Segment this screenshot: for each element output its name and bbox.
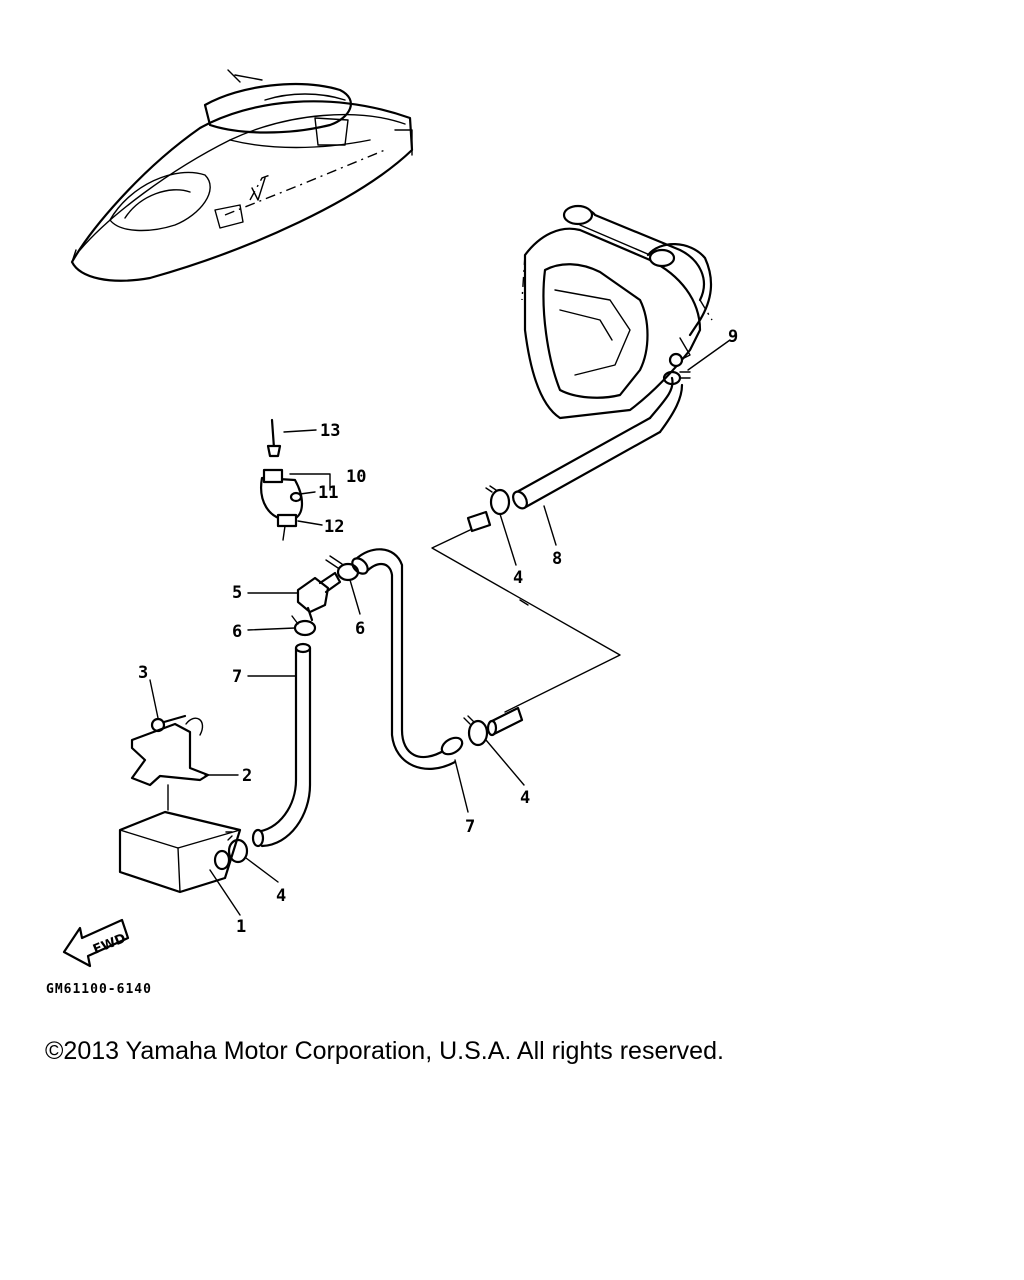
part-4-clamp-lower-left	[225, 831, 249, 864]
callout-13: 13	[320, 421, 340, 441]
part-1-tank	[118, 810, 242, 894]
callout-6-left: 6	[232, 622, 242, 642]
assembly-guide-lines	[431, 529, 621, 713]
callout-10: 10	[346, 467, 366, 487]
drawing-code: GM61100-6140	[46, 982, 152, 997]
callout-1: 1	[236, 917, 246, 937]
part-8-hose	[512, 376, 684, 510]
part-10-band	[260, 468, 303, 541]
callout-3: 3	[138, 663, 148, 683]
part-7-hose-left	[251, 642, 312, 848]
part-7-hose-right	[351, 548, 464, 770]
callout-5: 5	[232, 583, 242, 603]
callout-4-upper: 4	[513, 568, 523, 588]
part-2-bracket	[130, 717, 210, 811]
part-9-clamp	[662, 370, 691, 386]
jet-pump-housing-icon	[521, 204, 713, 420]
callout-7-right: 7	[465, 817, 475, 837]
fwd-arrow-icon: FWD	[62, 918, 130, 968]
part-13-rivet	[266, 418, 282, 458]
copyright-notice: ©2013 Yamaha Motor Corporation, U.S.A. A…	[45, 1037, 724, 1065]
part-3-screw	[150, 714, 187, 733]
callout-7-left: 7	[232, 667, 242, 687]
callout-2: 2	[242, 766, 252, 786]
leader-lines	[149, 339, 731, 916]
callout-12: 12	[324, 517, 344, 537]
part-5-fitting	[296, 571, 342, 622]
callout-4-lower-right: 4	[520, 788, 530, 808]
callout-6-right: 6	[355, 619, 365, 639]
callout-8: 8	[552, 549, 562, 569]
callout-4-lower-left: 4	[276, 886, 286, 906]
callout-11: 11	[318, 483, 338, 503]
part-4-clamp-lower-right	[463, 706, 524, 747]
callout-9: 9	[728, 327, 738, 347]
parts-diagram: 13 10 11 12 5 6 6 7 3 2 1 4 4 8 4 7 9 FW…	[46, 69, 738, 997]
part-6-clamp-upper	[325, 555, 360, 582]
watercraft-outline-icon	[70, 69, 414, 282]
